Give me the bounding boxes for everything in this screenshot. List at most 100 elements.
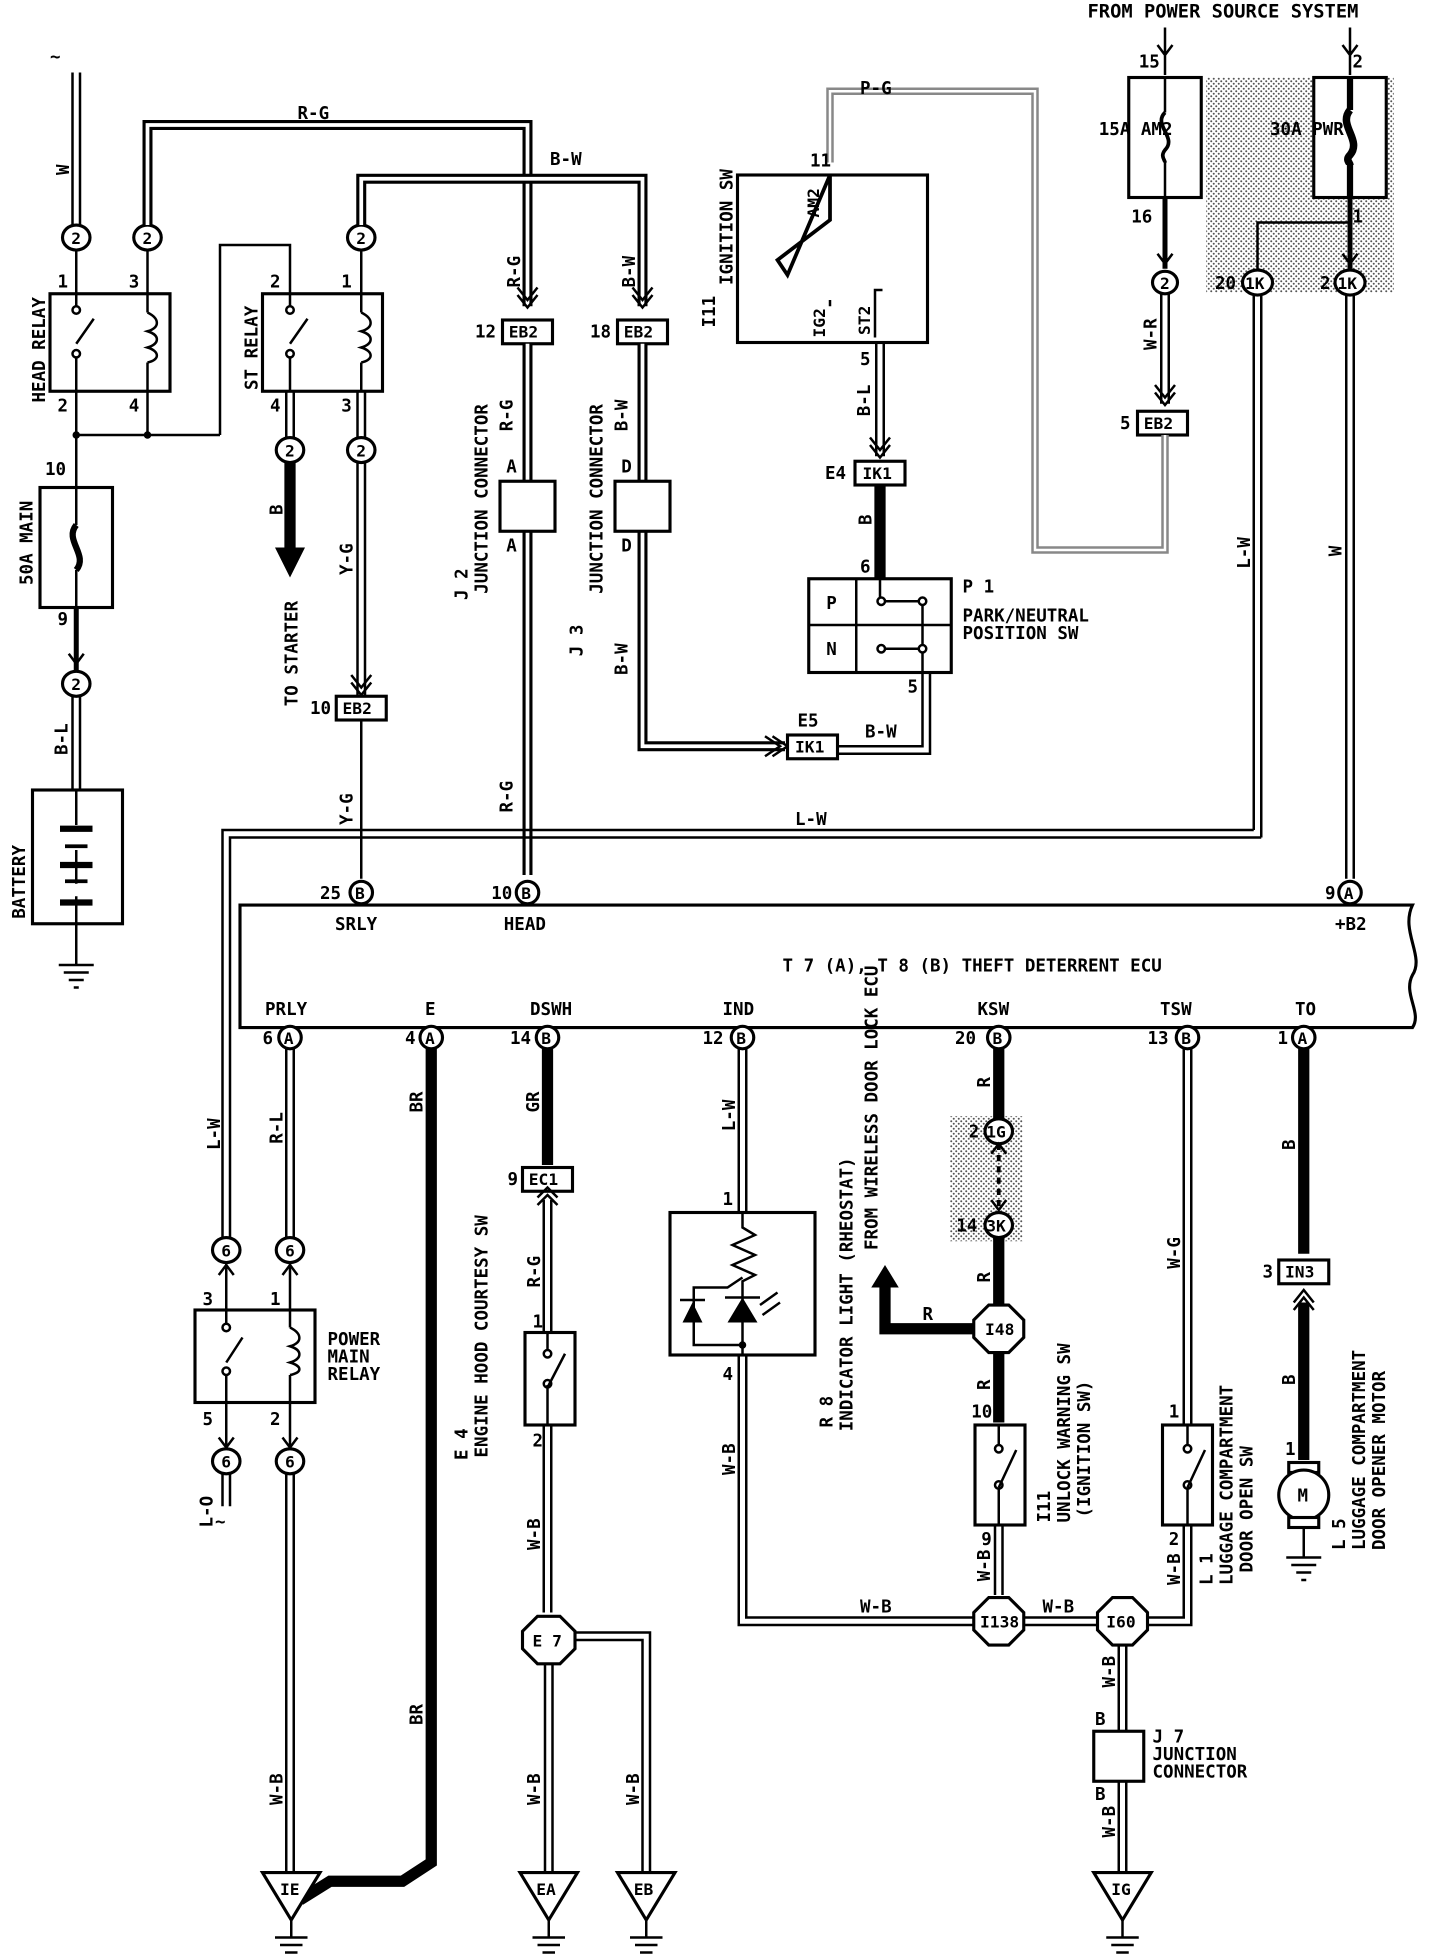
svg-text:4: 4 <box>723 1365 734 1385</box>
svg-text:W-B: W-B <box>525 1518 545 1550</box>
svg-text:2: 2 <box>356 441 366 460</box>
svg-text:B: B <box>1095 1710 1106 1730</box>
svg-text:W-B: W-B <box>1100 1806 1120 1838</box>
connector-6-pmr-2: 6 <box>274 1447 306 1476</box>
svg-text:A: A <box>506 536 517 556</box>
svg-text:LUGGAGE COMPARTMENT: LUGGAGE COMPARTMENT <box>1218 1385 1238 1585</box>
svg-text:POSITION SW: POSITION SW <box>963 624 1079 644</box>
connector-in3: IN3 <box>1277 1258 1331 1286</box>
svg-text:11: 11 <box>810 151 831 171</box>
power-main-relay <box>193 1262 317 1405</box>
svg-text:W: W <box>1326 545 1346 556</box>
luggage-door-opener-motor: M <box>1277 1460 1331 1582</box>
svg-text:1: 1 <box>1169 1403 1180 1423</box>
svg-text:E 7: E 7 <box>533 1631 562 1650</box>
svg-text:2: 2 <box>285 441 295 460</box>
svg-text:9: 9 <box>981 1530 992 1550</box>
svg-text:BR: BR <box>408 1091 428 1113</box>
svg-text:1G: 1G <box>986 1123 1006 1142</box>
svg-text:W-B: W-B <box>1100 1656 1120 1688</box>
svg-text:6: 6 <box>263 1029 274 1049</box>
svg-text:EB2: EB2 <box>343 699 372 718</box>
junction-connector-j2 <box>498 479 557 533</box>
svg-text:GR: GR <box>524 1091 544 1113</box>
svg-text:B: B <box>1181 1029 1191 1048</box>
svg-text:R-G: R-G <box>505 256 525 288</box>
svg-text:50A MAIN: 50A MAIN <box>18 501 38 585</box>
svg-text:R: R <box>975 1272 995 1283</box>
svg-text:E5: E5 <box>798 711 819 731</box>
splice-e7: E 7 <box>520 1614 577 1666</box>
svg-text:2: 2 <box>1160 274 1170 293</box>
main-fuse-50a <box>38 485 115 610</box>
svg-text:~: ~ <box>50 48 61 68</box>
svg-text:TO: TO <box>1295 1000 1316 1020</box>
connector-2-head-rg: 2 <box>132 223 163 252</box>
connector-1k-2: 1K <box>1333 268 1367 297</box>
svg-text:B-W: B-W <box>620 255 640 287</box>
svg-text:B: B <box>1280 1374 1300 1385</box>
svg-text:M: M <box>1298 1486 1309 1506</box>
svg-text:1K: 1K <box>1245 274 1265 293</box>
svg-text:JUNCTION: JUNCTION <box>1153 1745 1237 1765</box>
svg-text:R 8: R 8 <box>818 1396 838 1428</box>
svg-text:J 2: J 2 <box>453 568 473 600</box>
svg-text:EA: EA <box>536 1880 556 1899</box>
svg-text:RELAY: RELAY <box>328 1365 381 1385</box>
svg-text:B: B <box>521 884 531 903</box>
svg-text:30A PWR: 30A PWR <box>1270 120 1344 140</box>
svg-text:3: 3 <box>129 273 140 293</box>
svg-text:2: 2 <box>71 229 81 248</box>
svg-text:2: 2 <box>270 273 281 293</box>
svg-text:12: 12 <box>703 1029 724 1049</box>
svg-text:B-L: B-L <box>855 385 875 417</box>
svg-text:B-W: B-W <box>613 399 633 431</box>
svg-text:TO STARTER: TO STARTER <box>283 600 303 706</box>
svg-text:L-W: L-W <box>1235 537 1255 569</box>
connector-1g: 1G <box>983 1117 1015 1146</box>
svg-text:5: 5 <box>860 350 871 370</box>
svg-text:2: 2 <box>270 1410 281 1430</box>
svg-text:B: B <box>993 1029 1003 1048</box>
svg-text:TSW: TSW <box>1160 1000 1192 1020</box>
svg-text:14: 14 <box>510 1029 531 1049</box>
connector-ik1-e4: IK1 <box>853 459 907 487</box>
svg-text:2: 2 <box>143 229 153 248</box>
connector-eb2-18: EB2 <box>615 318 670 346</box>
svg-text:DOOR OPENER MOTOR: DOOR OPENER MOTOR <box>1370 1370 1390 1550</box>
svg-text:I60: I60 <box>1106 1613 1135 1632</box>
splice-i48: I48 <box>972 1303 1026 1355</box>
svg-text:4: 4 <box>270 396 281 416</box>
svg-text:B: B <box>1095 1785 1106 1805</box>
svg-text:EB2: EB2 <box>1144 414 1173 433</box>
indicator-light-rheostat <box>668 1210 817 1357</box>
svg-text:10: 10 <box>45 460 66 480</box>
svg-text:EB: EB <box>634 1880 654 1899</box>
svg-text:9: 9 <box>58 610 69 630</box>
connector-2-am2: 2 <box>1150 269 1180 296</box>
svg-text:2: 2 <box>533 1431 544 1451</box>
svg-text:W-B: W-B <box>525 1773 545 1805</box>
svg-text:2: 2 <box>71 675 81 694</box>
svg-text:W-R: W-R <box>1141 318 1161 350</box>
svg-text:R-G: R-G <box>525 1256 545 1288</box>
svg-text:B-L: B-L <box>53 723 73 755</box>
svg-text:W-B: W-B <box>1043 1598 1075 1618</box>
svg-text:2: 2 <box>356 229 366 248</box>
svg-text:ST RELAY: ST RELAY <box>243 305 263 390</box>
svg-text:R: R <box>975 1379 995 1390</box>
svg-text:IG: IG <box>1111 1880 1131 1899</box>
connector-2-starter: 2 <box>274 435 306 465</box>
svg-text:5: 5 <box>203 1410 214 1430</box>
svg-text:DOOR OPEN SW: DOOR OPEN SW <box>1238 1446 1258 1573</box>
svg-text:P-G: P-G <box>860 79 892 99</box>
svg-text:20: 20 <box>1215 274 1236 294</box>
luggage-door-open-switch <box>1160 1423 1215 1527</box>
svg-text:A: A <box>284 1029 294 1048</box>
svg-text:CONNECTOR: CONNECTOR <box>1153 1763 1248 1783</box>
svg-text:IK1: IK1 <box>795 738 824 757</box>
junction-connector-j3 <box>613 479 672 533</box>
svg-text:HEAD RELAY: HEAD RELAY <box>30 297 50 403</box>
connector-6-pmr-3: 6 <box>210 1235 242 1265</box>
